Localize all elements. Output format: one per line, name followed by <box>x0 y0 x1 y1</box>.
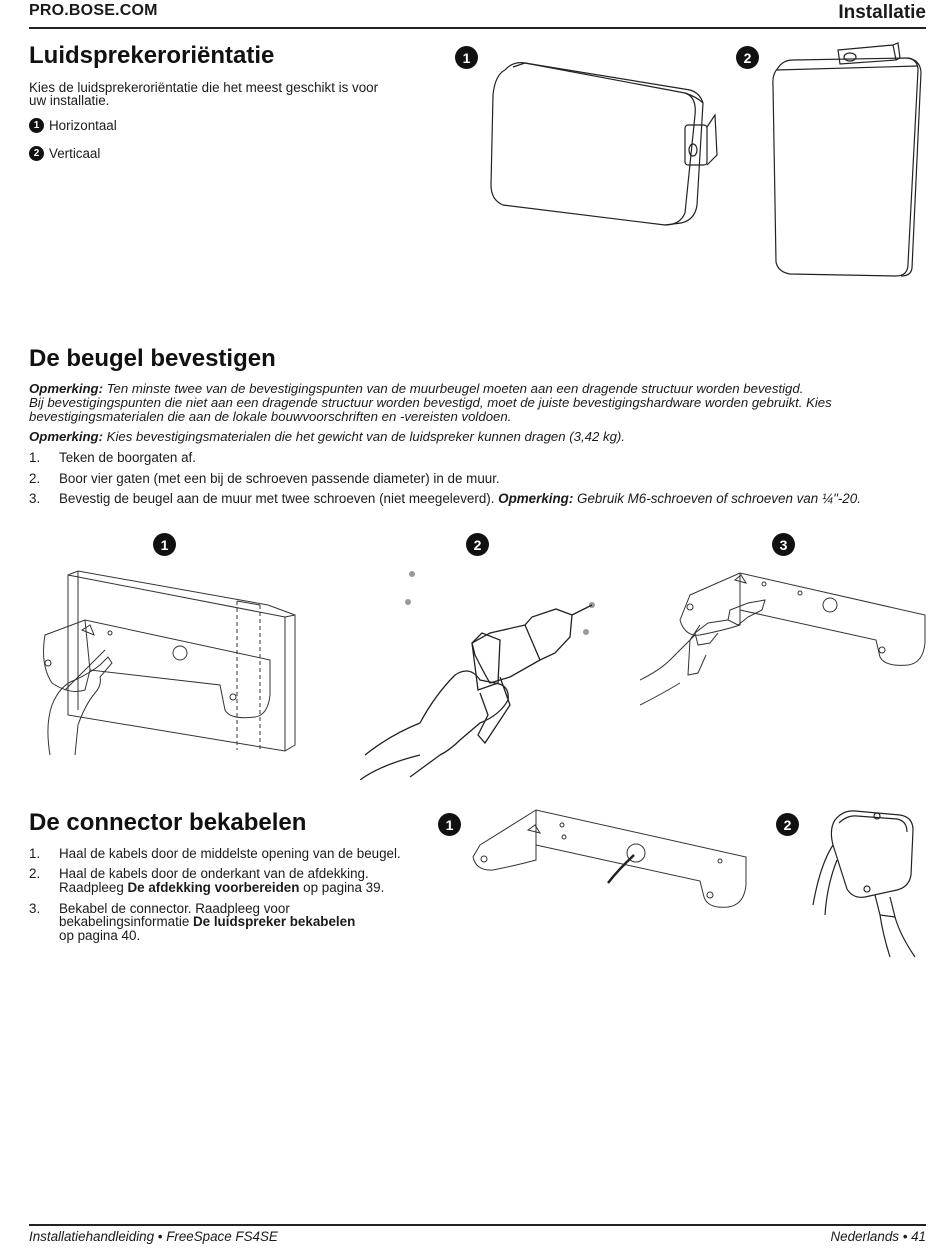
orientation-intro-1: Kies de luidsprekeroriëntatie die het me… <box>29 80 379 95</box>
cross-reference[interactable]: De afdekking voorbereiden <box>127 880 300 895</box>
footer-manual-title: Installatiehandleiding • FreeSpace FS4SE <box>29 1229 278 1244</box>
step-number: 1. <box>29 846 41 861</box>
figure-number: 1 <box>438 813 461 836</box>
figure-number: 2 <box>776 813 799 836</box>
step-note-text: Gebruik M6-schroeven of schroeven van ¼"… <box>573 491 861 506</box>
step-number: 1. <box>29 450 41 465</box>
drill-illustration <box>360 565 610 780</box>
bracket-title: De beugel bevestigen <box>29 345 276 372</box>
orientation-title: Luidsprekeroriëntatie <box>29 42 275 69</box>
step-text: Bekabel de connector. Raadpleeg voor <box>59 901 290 916</box>
step-text: Haal de kabels door de middelste opening… <box>59 846 401 861</box>
step-text: op pagina 39. <box>299 880 385 895</box>
step-text: Bevestig de beugel aan de muur met twee … <box>59 491 499 506</box>
option-vertical: 2 Verticaal <box>29 146 100 161</box>
note-label: Opmerking: <box>29 429 104 444</box>
note-structural-2: Bij bevestigingspunten die niet aan een … <box>29 395 832 410</box>
step-number: 3. <box>29 901 41 916</box>
screw-bracket-illustration <box>640 565 930 725</box>
step-text: Haal de kabels door de onderkant van de … <box>59 866 369 881</box>
note-label: Opmerking: <box>29 381 104 396</box>
section-title: Installatie <box>838 2 926 23</box>
bracket-cable-illustration <box>468 805 753 915</box>
step-number: 3. <box>29 491 41 506</box>
figure-number: 2 <box>736 46 759 69</box>
figure-number: 1 <box>455 46 478 69</box>
header-divider <box>29 27 926 29</box>
step-note-label: Opmerking: <box>498 491 574 506</box>
step-number: 2. <box>29 866 41 881</box>
figure-number: 3 <box>772 533 795 556</box>
step-text: bekabelingsinformatie <box>59 914 193 929</box>
note-text: Kies bevestigingsmaterialen die het gewi… <box>103 429 625 444</box>
option-number: 2 <box>29 146 44 161</box>
option-number: 1 <box>29 118 44 133</box>
connector-title: De connector bekabelen <box>29 809 307 836</box>
option-label: Verticaal <box>49 146 101 161</box>
step-text: Boor vier gaten (met een bij de schroeve… <box>59 471 500 486</box>
note-weight: Opmerking: Kies bevestigingsmaterialen d… <box>29 430 926 444</box>
connector-box-illustration <box>805 805 925 960</box>
step-text: Raadpleeg <box>59 880 128 895</box>
speaker-horizontal-illustration <box>485 55 725 230</box>
option-label: Horizontaal <box>49 118 117 133</box>
step-text-wrap: Raadpleeg De afdekking voorbereiden op p… <box>59 881 384 895</box>
orientation-intro-2: uw installatie. <box>29 93 110 108</box>
note-structural: Opmerking: Ten minste twee van de bevest… <box>29 382 926 396</box>
speaker-vertical-illustration <box>768 40 928 280</box>
mark-holes-illustration <box>30 565 300 755</box>
note-text: Ten minste twee van de bevestigingspunte… <box>103 381 804 396</box>
figure-number: 1 <box>153 533 176 556</box>
option-horizontal: 1 Horizontaal <box>29 118 117 133</box>
step-number: 2. <box>29 471 41 486</box>
figure-number: 2 <box>466 533 489 556</box>
step-text-wrap: bekabelingsinformatie De luidspreker bek… <box>59 915 355 929</box>
note-structural-3: bevestigingsmaterialen die aan de lokale… <box>29 409 512 424</box>
step-text: op pagina 40. <box>59 928 141 943</box>
site-name: PRO.BOSE.COM <box>29 2 158 19</box>
footer-page-number: Nederlands • 41 <box>830 1229 926 1244</box>
cross-reference[interactable]: De luidspreker bekabelen <box>193 914 356 929</box>
footer-divider <box>29 1224 926 1226</box>
step-text: Teken de boorgaten af. <box>59 450 196 465</box>
step-text-wrap: Bevestig de beugel aan de muur met twee … <box>59 492 861 506</box>
